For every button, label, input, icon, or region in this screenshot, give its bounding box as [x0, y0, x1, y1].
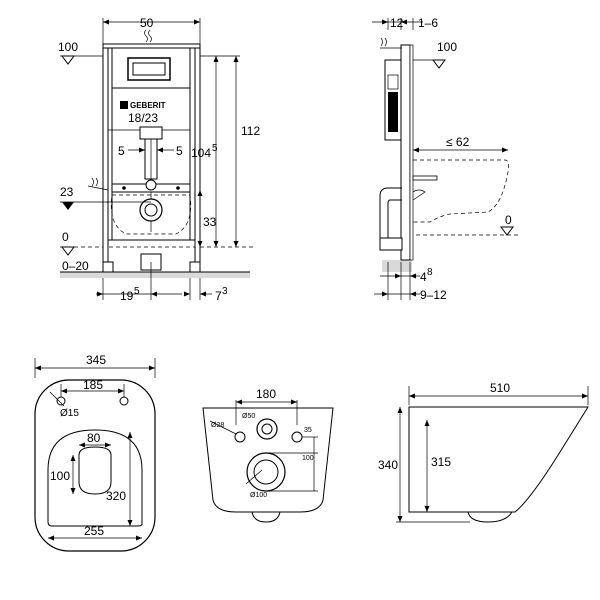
level-marker-23: 23: [60, 185, 151, 210]
svg-text:5: 5: [176, 144, 183, 158]
svg-text:100: 100: [437, 40, 457, 54]
svg-text:0: 0: [62, 230, 69, 244]
back-hole-left: [234, 431, 246, 443]
bottom-7-label: 7 3: [215, 286, 228, 303]
svg-text:104: 104: [191, 146, 211, 160]
profile-view: 510 340 315: [378, 381, 589, 523]
svg-text:5: 5: [212, 143, 218, 154]
height-33-label: 33: [203, 215, 217, 229]
fixing-hole-left: [56, 396, 66, 406]
back-spacing-label: 180: [256, 387, 276, 401]
back-view: 180 Ø28 Ø50 35 100 Ø100: [202, 387, 334, 523]
height-104-label: 104 5: [191, 143, 218, 160]
width-dim-label: 50: [140, 16, 154, 30]
level-marker-top: 100: [58, 40, 103, 65]
top-width-label: 345: [86, 353, 106, 367]
svg-text:0: 0: [505, 213, 512, 227]
side-dim-9-12: 9–12: [420, 288, 447, 302]
back-hole-right: [291, 431, 303, 443]
brand-logo: GEBERIT: [120, 101, 166, 110]
side-bowl-outline: [413, 159, 509, 223]
svg-text:19: 19: [120, 289, 134, 303]
side-view: 12 1–6 100 ≤ 62 0 4 8 9–12: [372, 16, 520, 302]
holes-spacing-label: 185: [83, 378, 103, 392]
profile-height-outer: 340: [378, 458, 398, 472]
svg-text:23: 23: [60, 185, 74, 199]
frame-left-upright: [102, 43, 109, 271]
profile-outline: [408, 406, 589, 513]
side-level-marker-top: 100: [413, 40, 457, 69]
fixing-hole-right: [119, 396, 129, 406]
water-area: [78, 446, 112, 495]
svg-text:5: 5: [134, 286, 140, 297]
side-dim-12: 12: [390, 16, 404, 30]
range-0-20-label: 0–20: [62, 259, 89, 273]
profile-length-label: 510: [490, 381, 510, 395]
back-dim-100: 100: [302, 455, 314, 462]
side-drain-pipe: [379, 187, 402, 240]
water-supply-icon: [87, 177, 109, 191]
back-dia-50: Ø50: [242, 413, 255, 420]
ground-hatch: [60, 272, 250, 278]
svg-text:4: 4: [420, 270, 427, 284]
svg-text:5: 5: [118, 144, 125, 158]
level-marker-0: 0: [61, 230, 75, 256]
side-frame: [400, 44, 411, 261]
side-level-marker-0: 0: [500, 213, 514, 236]
front-view: 50 GEBERIT 18/23 5 5: [58, 16, 260, 303]
side-dim-4-8: 4 8: [420, 267, 433, 284]
side-dim-le62: ≤ 62: [446, 135, 470, 149]
svg-text:GEBERIT: GEBERIT: [130, 101, 166, 110]
bowl-80-label: 80: [87, 431, 101, 445]
inlet-dim-label: 18/23: [128, 111, 158, 125]
top-view: 345 185 Ø15 80 100 320 255: [34, 353, 156, 552]
bowl-top-outline: [34, 379, 156, 552]
height-112-label: 112: [241, 124, 260, 138]
inner-255-label: 255: [84, 524, 104, 538]
hole-dia-label: Ø15: [60, 408, 79, 419]
svg-text:7: 7: [215, 289, 222, 303]
bowl-100-label: 100: [50, 469, 70, 483]
inner-320-label: 320: [106, 489, 126, 503]
svg-text:100: 100: [58, 40, 78, 54]
bowl-inner-opening: [47, 429, 143, 527]
side-dim-1-6: 1–6: [418, 16, 438, 30]
svg-text:8: 8: [427, 267, 433, 278]
bottom-19-label: 19 5: [120, 286, 140, 303]
svg-text:3: 3: [222, 286, 228, 297]
back-dia-28: Ø28: [211, 422, 224, 429]
bowl-outline: [110, 194, 192, 235]
profile-height-inner: 315: [431, 455, 451, 469]
back-dia-100: Ø100: [250, 492, 267, 499]
back-view-outline: [202, 407, 334, 513]
back-dim-35: 35: [304, 427, 312, 434]
flush-plate-opening: [127, 57, 171, 81]
